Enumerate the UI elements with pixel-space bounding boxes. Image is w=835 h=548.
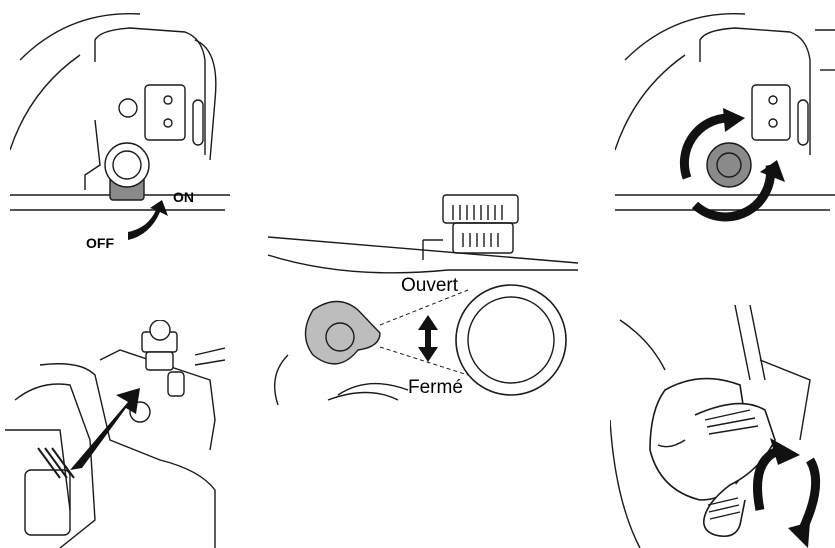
power-switch-illustration: ON OFF	[10, 0, 230, 265]
off-label: OFF	[86, 235, 114, 251]
dial-knob	[456, 285, 566, 395]
slide-arrow-icon	[70, 388, 140, 470]
on-label: ON	[173, 189, 194, 205]
panel-rotate-knob	[615, 0, 835, 265]
panel-slide-lever	[0, 320, 225, 548]
panel-grip-rotate	[610, 300, 835, 548]
switch-arrow-icon	[128, 200, 168, 240]
open-label: Ouvert	[401, 275, 459, 296]
rotation-arrows-icon	[758, 438, 816, 548]
grip-rotate-illustration	[610, 300, 835, 548]
closed-label: Fermé	[408, 377, 463, 398]
dial-illustration: Ouvert Fermé	[268, 185, 578, 410]
panel-dial-open-close: Ouvert Fermé	[268, 185, 578, 410]
slide-lever-illustration	[0, 320, 225, 548]
rotate-knob-illustration	[615, 0, 835, 265]
up-down-arrow-icon	[418, 315, 438, 362]
panel-power-switch: ON OFF	[10, 0, 230, 265]
